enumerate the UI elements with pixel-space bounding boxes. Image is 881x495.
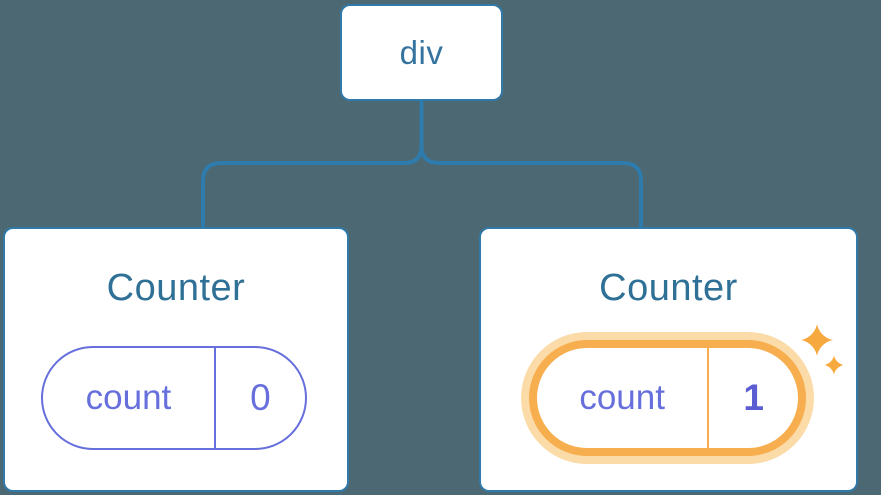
state-pill-highlighted: count 1 xyxy=(529,340,806,456)
root-node-div: div xyxy=(340,4,503,101)
counter-card-left: Counter count 0 xyxy=(3,227,349,492)
state-name: count xyxy=(537,348,710,448)
state-value: 0 xyxy=(250,377,271,418)
sparkle-small-icon xyxy=(824,355,844,375)
state-pill: count 0 xyxy=(41,346,307,450)
state-name: count xyxy=(43,348,216,448)
sparkles-icon xyxy=(801,324,844,375)
counter-card-right: Counter count 1 xyxy=(479,227,858,492)
root-node-label: div xyxy=(399,33,444,71)
connector-right-branch xyxy=(419,145,643,228)
sparkle-large-icon xyxy=(801,324,833,356)
counter-title: Counter xyxy=(106,267,246,309)
counter-title: Counter xyxy=(599,267,738,309)
state-value: 1 xyxy=(743,377,764,418)
connector-left-branch xyxy=(201,145,424,228)
